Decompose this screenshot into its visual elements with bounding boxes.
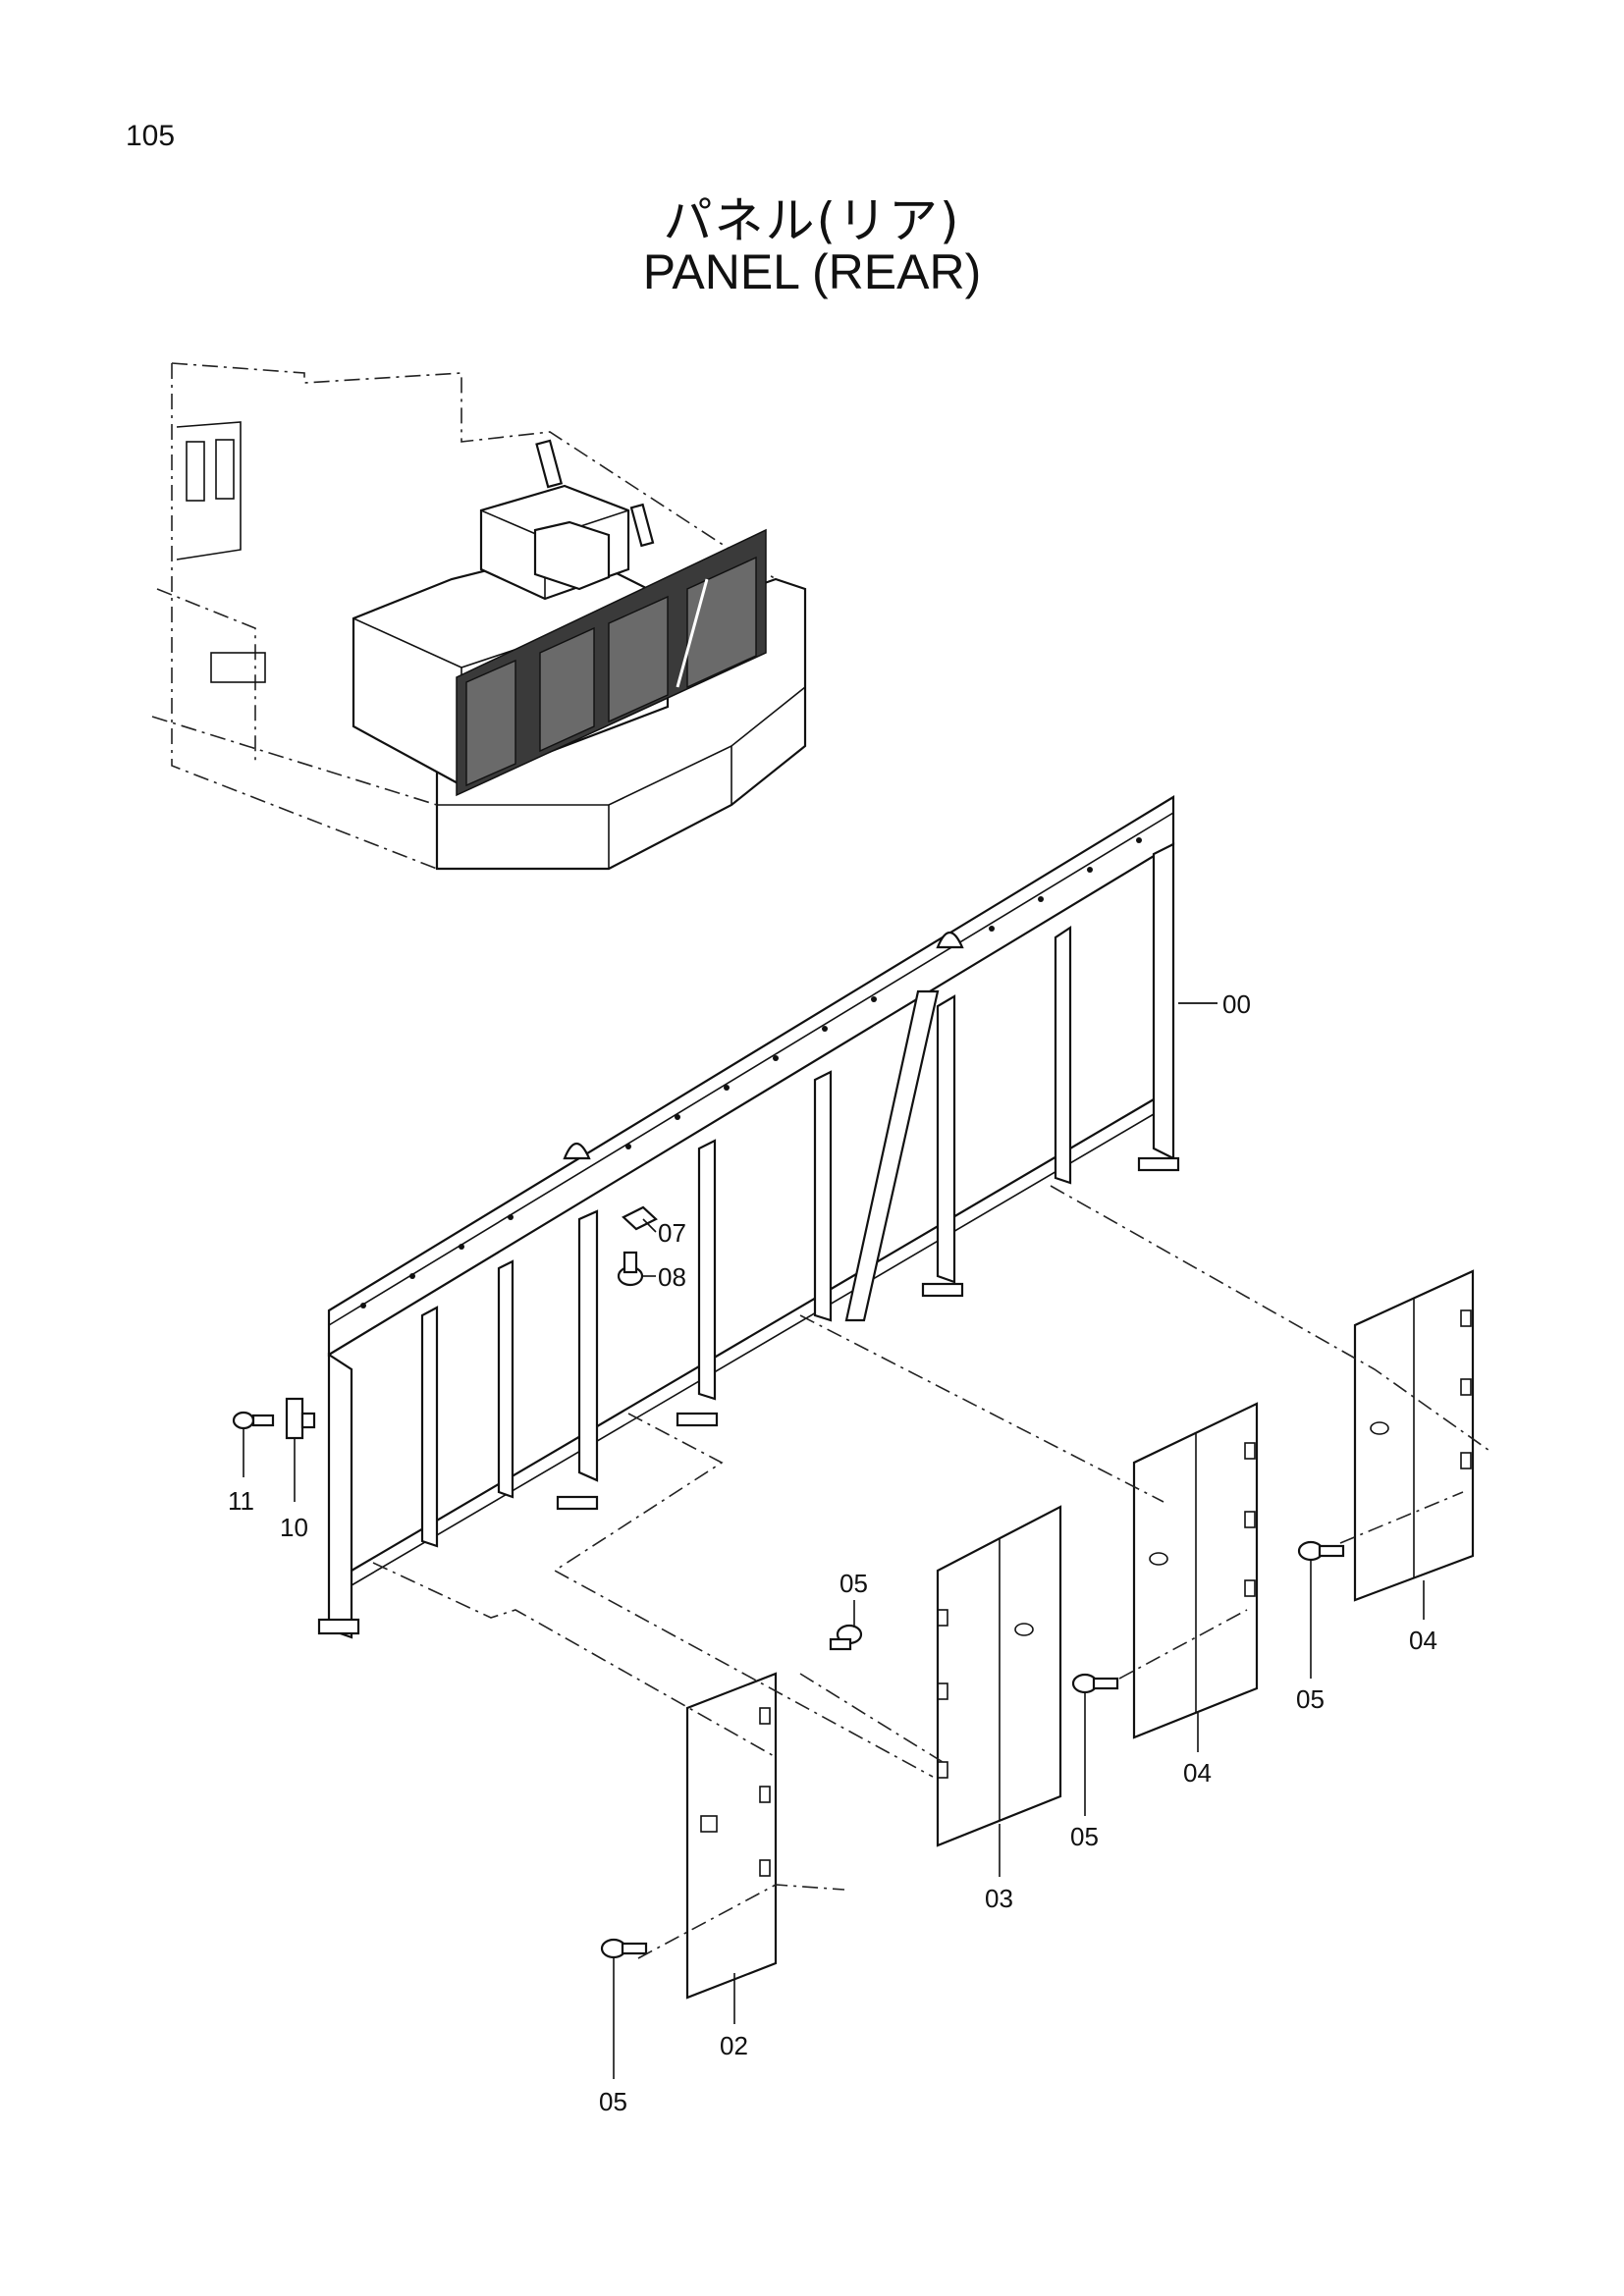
callout-08: 08 xyxy=(658,1262,686,1292)
door-panel-02 xyxy=(685,1672,778,2000)
callout-05-right: 05 xyxy=(1296,1684,1325,1714)
bolt-05-c xyxy=(1071,1673,1119,1694)
callout-11: 11 xyxy=(228,1486,254,1516)
callout-05-top: 05 xyxy=(839,1569,868,1598)
page-title-english: PANEL (REAR) xyxy=(642,244,982,299)
callout-04-right: 04 xyxy=(1409,1626,1437,1655)
bracket-10 xyxy=(285,1397,316,1440)
callout-04-center: 04 xyxy=(1183,1758,1212,1788)
bolt-08 xyxy=(617,1251,644,1287)
callout-05-bottom: 05 xyxy=(599,2087,627,2116)
page-number: 105 xyxy=(126,120,176,152)
bolt-05-a xyxy=(600,1938,648,1959)
leader-lines xyxy=(243,1002,1425,2079)
plate-07 xyxy=(622,1205,658,1231)
bolt-05-b xyxy=(829,1624,863,1651)
machine-overview-illustration xyxy=(151,362,807,871)
callout-05-center: 05 xyxy=(1070,1822,1099,1851)
door-panel-04-right xyxy=(1353,1269,1475,1602)
callout-labels: 00 07 08 11 10 05 05 05 05 04 04 03 02 xyxy=(228,989,1437,2116)
bolt-11 xyxy=(232,1411,275,1430)
callout-07: 07 xyxy=(658,1218,686,1248)
rear-panel-frame xyxy=(317,795,1218,1639)
bolt-05-d xyxy=(1297,1540,1345,1562)
assembly-lines xyxy=(372,1185,1493,1959)
callout-10: 10 xyxy=(280,1513,308,1542)
callout-02: 02 xyxy=(720,2031,748,2060)
page-title-japanese: パネル(リア) xyxy=(663,192,961,249)
door-panel-03 xyxy=(936,1505,1062,1847)
callout-00: 00 xyxy=(1222,989,1251,1019)
door-panel-04-center xyxy=(1132,1402,1259,1739)
callout-03: 03 xyxy=(985,1884,1013,1913)
